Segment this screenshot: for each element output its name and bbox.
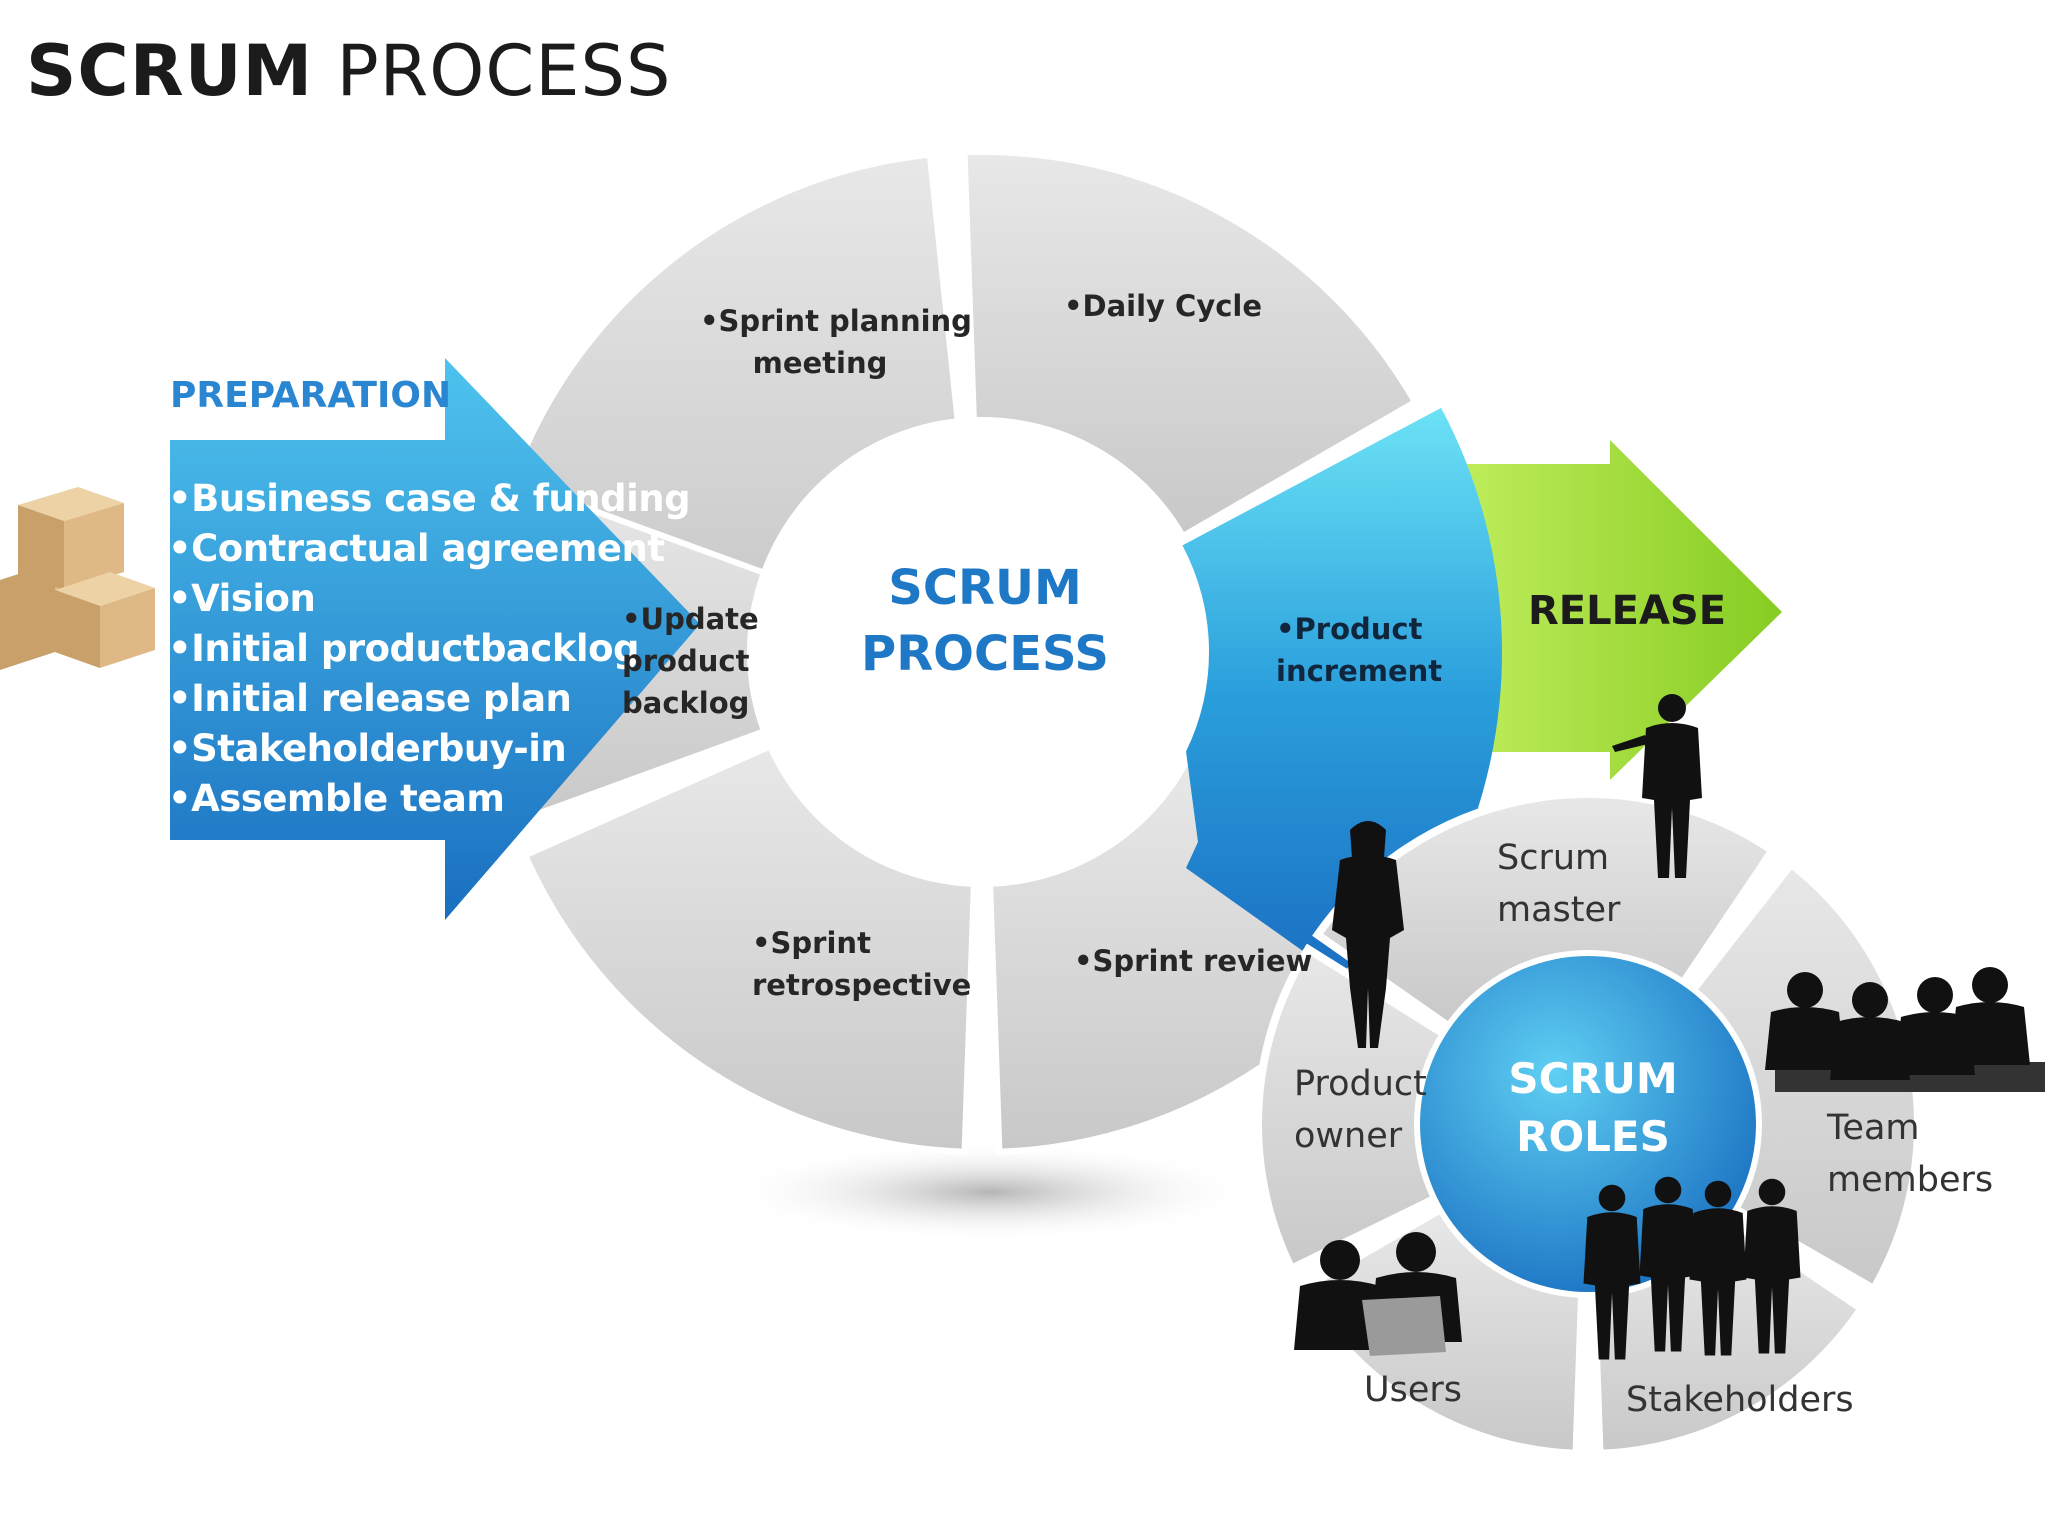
role-stakeholders: Stakeholders [1626, 1380, 1854, 1420]
person-head [1972, 967, 2008, 1003]
product-owner-line2: owner [1294, 1116, 1403, 1156]
team-members-line2: members [1827, 1160, 1994, 1200]
person-body [1689, 1208, 1747, 1356]
preparation-item: •Initial productbacklog [168, 627, 640, 670]
role-users: Users [1364, 1370, 1463, 1410]
segment-daily-cycle [961, 149, 1420, 541]
sprint-retro-line2: retrospective [752, 968, 972, 1002]
user-silhouette-icon [1294, 1240, 1386, 1350]
person-head [1758, 1178, 1786, 1206]
team-member-silhouette-icon [1765, 972, 1845, 1070]
release-label: RELEASE [1528, 588, 1727, 634]
sprint-planning-line2: meeting [752, 346, 888, 380]
person-body [1583, 1212, 1641, 1360]
person-body [1332, 855, 1404, 1048]
person-body [1950, 1002, 2030, 1065]
person-body [1642, 723, 1702, 878]
cycle-shadow [720, 1142, 1260, 1242]
stakeholder-silhouette-icon [1583, 1184, 1641, 1360]
title-light: PROCESS [336, 30, 672, 112]
stakeholder-silhouette-icon [1743, 1178, 1801, 1354]
person-head [1852, 982, 1888, 1018]
product-owner-line1: Product [1294, 1064, 1427, 1104]
preparation-item: •Business case & funding [168, 477, 691, 520]
product-increment-line1: •Product [1276, 612, 1423, 646]
sprint-retro-line1: •Sprint [752, 926, 871, 960]
update-backlog-line1: •Update [622, 602, 759, 636]
person-head [1598, 1184, 1626, 1212]
person-head [1787, 972, 1823, 1008]
roles-segment-product-owner [1254, 943, 1450, 1275]
scrum-master-line2: master [1497, 890, 1621, 930]
product-increment-label: •Product increment [1276, 608, 1442, 692]
person-head [1658, 694, 1686, 722]
person-body [1294, 1280, 1386, 1350]
person-head [1654, 1176, 1682, 1204]
product-increment-segment [1182, 407, 1502, 977]
team-member-silhouette-icon [1830, 982, 1910, 1080]
segment-sprint-retrospective [521, 742, 978, 1155]
preparation-arrow [170, 358, 700, 920]
person-body [1765, 1007, 1845, 1070]
roles-center-line2: ROLES [1516, 1112, 1670, 1161]
cycle-center-label: SCRUM PROCESS [860, 555, 1110, 687]
person-hair [1350, 821, 1386, 858]
daily-cycle-label: •Daily Cycle [1064, 289, 1263, 323]
person-body [1743, 1206, 1801, 1354]
scrum-master-silhouette-icon [1642, 694, 1702, 878]
sprint-planning-line1: •Sprint planning [700, 304, 972, 338]
page-title: SCRUM PROCESS [26, 36, 671, 106]
cardboard-boxes-icon [0, 487, 155, 670]
team-member-silhouette-icon [1950, 967, 2030, 1065]
roles-center-line1: SCRUM [1508, 1054, 1678, 1103]
silhouettes [1294, 694, 2045, 1360]
role-team-members: Team members [1827, 1102, 1993, 1206]
sprint-review-label: •Sprint review [1074, 944, 1313, 978]
update-backlog-line3: backlog [622, 686, 750, 720]
preparation-item: •Initial release plan [168, 677, 572, 720]
role-scrum-master: Scrum master [1497, 832, 1620, 936]
cycle-center-line2: PROCESS [861, 626, 1109, 682]
preparation-list: •Business case & funding •Contractual ag… [168, 474, 691, 824]
scrum-master-line1: Scrum [1497, 838, 1610, 878]
person-body [1830, 1017, 1910, 1080]
product-increment-shape [1182, 407, 1502, 977]
person-body [1639, 1204, 1697, 1352]
title-bold: SCRUM [26, 30, 314, 112]
stakeholder-silhouette-icon [1639, 1176, 1697, 1352]
laptop-icon [1362, 1296, 1446, 1356]
preparation-item: •Assemble team [168, 777, 505, 820]
sprint-planning-label: •Sprint planning meeting [700, 300, 972, 384]
update-backlog-label: •Update product backlog [622, 598, 759, 724]
team-members-line1: Team [1827, 1108, 1920, 1148]
preparation-item: •Stakeholderbuy-in [168, 727, 567, 770]
preparation-heading: PREPARATION [170, 375, 452, 416]
sprint-retrospective-label: •Sprint retrospective [752, 922, 971, 1006]
role-product-owner: Product owner [1294, 1058, 1427, 1162]
preparation-item: •Vision [168, 577, 316, 620]
person-head [1917, 977, 1953, 1013]
person-head [1396, 1232, 1436, 1272]
update-backlog-line2: product [622, 644, 750, 678]
release-arrow [1445, 440, 1782, 780]
pointing-arm [1612, 735, 1648, 752]
preparation-item: •Contractual agreement [168, 527, 665, 570]
cycle-center-line1: SCRUM [888, 560, 1082, 616]
person-head [1704, 1180, 1732, 1208]
person-head [1320, 1240, 1360, 1280]
roles-center-label: SCRUM ROLES [1478, 1050, 1708, 1166]
stakeholder-silhouette-icon [1689, 1180, 1747, 1356]
product-increment-line2: increment [1276, 654, 1443, 688]
product-owner-silhouette-icon [1332, 821, 1404, 1048]
